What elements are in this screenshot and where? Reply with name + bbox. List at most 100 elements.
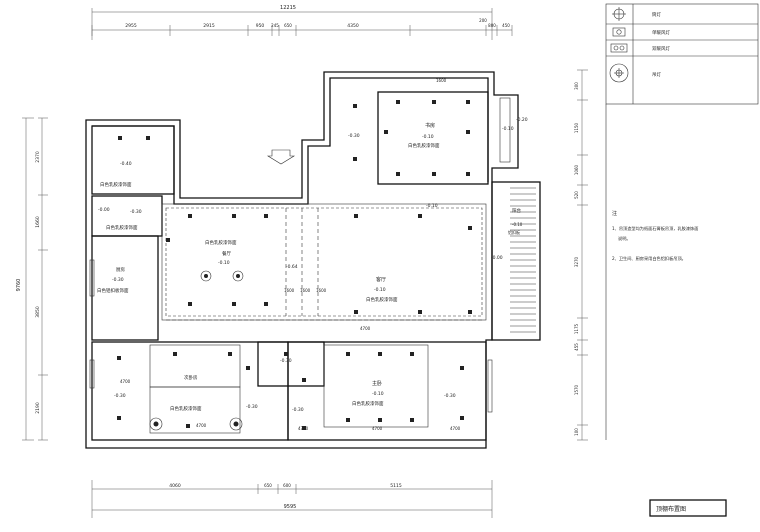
corridor-level2: -0.30 [130, 209, 142, 215]
svg-text:4700: 4700 [120, 379, 131, 384]
study-wall [377, 91, 489, 185]
downlight-icon [378, 352, 382, 356]
title-block-label: 顶棚布置图 [656, 505, 686, 513]
downlight-icon [354, 310, 358, 314]
note-line-1: 1、吊顶造型均为纸面石膏板吊顶，乳胶漆饰面 [612, 225, 698, 232]
svg-text:4700: 4700 [360, 326, 371, 331]
right-dim-9: 100 [574, 428, 579, 436]
living-ceiling-inner [165, 207, 483, 317]
kitchen-name: 厨房 [116, 266, 125, 273]
living-level: -0.10 [374, 287, 386, 293]
master-wall [287, 341, 487, 441]
pendant-lamps [149, 270, 244, 431]
downlight-icon [232, 214, 236, 218]
downlight-icon [418, 310, 422, 314]
double-grille-icon [610, 43, 628, 53]
downlight-icon [117, 356, 121, 360]
top-dim-1: 2955 [125, 23, 137, 29]
bath-level: -0.30 [280, 358, 292, 364]
left-dim-4: 2190 [35, 402, 41, 414]
downlight-icon [410, 352, 414, 356]
ceiling-lamp-icon [609, 63, 629, 83]
downlight-icon [302, 426, 306, 430]
living-ceiling-frame [161, 203, 487, 321]
legend-label-2: 双暖风灯 [652, 45, 670, 52]
downlight-icon [418, 214, 422, 218]
top-dim-6: 4350 [347, 23, 359, 29]
bedroom2-level2: -0.30 [246, 404, 258, 410]
downlight-icon [353, 157, 357, 161]
master-name: 主卧 [372, 380, 382, 387]
note-line-3: 2、卫生间、厨房采用白色铝扣板吊顶。 [612, 255, 686, 262]
left-dim-2: 1660 [35, 216, 41, 228]
svg-text:1600: 1600 [300, 288, 311, 293]
ceiling-lamp-icon [229, 417, 243, 431]
bath-wall [257, 341, 325, 387]
downlight-icon [346, 418, 350, 422]
top-right-level: -0.10 [426, 203, 438, 209]
left-total-dim: 9760 [16, 279, 22, 292]
downlight-icon [432, 100, 436, 104]
downlight-icon [264, 214, 268, 218]
downlight-icon [354, 214, 358, 218]
corridor-level1: -0.00 [98, 207, 110, 213]
svg-text:4700: 4700 [372, 426, 383, 431]
svg-text:1600: 1600 [284, 288, 295, 293]
living-level-right: -0.00 [491, 255, 503, 261]
downlight-icon [466, 172, 470, 176]
walls [85, 71, 519, 449]
top-dim-5: 650 [284, 23, 292, 28]
balcony: 阳台 -0.10 铝扣板 [491, 181, 541, 341]
downlight-icon [384, 130, 388, 134]
downlight-icon [353, 104, 357, 108]
balcony-level: -0.10 [512, 222, 523, 227]
downlight-icon [466, 100, 470, 104]
downlight-icon [468, 226, 472, 230]
downlight-icon [460, 366, 464, 370]
balcony-finish: 铝扣板 [508, 229, 520, 235]
kitchen-finish: 白色铝扣板饰面 [97, 287, 129, 294]
top-dim-7: 200 [479, 18, 487, 23]
study-name: 书房 [425, 122, 435, 129]
bottom-dim-4: 5115 [390, 483, 402, 489]
windows [89, 97, 511, 413]
bottom-dim-2: 650 [264, 483, 272, 488]
study-right-level2: -0.10 [502, 126, 514, 132]
master-ceiling [323, 344, 429, 428]
right-dim-2: 1150 [574, 122, 579, 133]
living-finish: 白色乳胶漆饰面 [366, 296, 398, 303]
downlight-icon [166, 238, 170, 242]
right-dim-3: 1060 [574, 164, 579, 175]
bedroom2-ceiling-lower [149, 386, 241, 434]
right-dim-5: 3270 [574, 256, 579, 267]
ceiling-lamp-icon [200, 270, 212, 282]
bath2-level: -0.30 [292, 407, 304, 413]
legend-label-0: 筒灯 [652, 11, 661, 18]
room-nw-level: -0.40 [120, 161, 132, 167]
downlight-icon [378, 418, 382, 422]
left-dim-3: 3850 [35, 306, 41, 318]
downlight-icon [173, 352, 177, 356]
svg-text:1600: 1600 [316, 288, 327, 293]
master-level: -0.10 [372, 391, 384, 397]
downlight-icon [228, 352, 232, 356]
notes-title: 注 [612, 210, 617, 217]
legend-label-1: 单暖风灯 [652, 29, 670, 36]
bedroom2-finish: 白色乳胶漆饰面 [170, 405, 202, 412]
downlight-icon [232, 302, 236, 306]
svg-text:4700: 4700 [196, 423, 207, 428]
downlight-icon [466, 130, 470, 134]
ceiling-lamp-icon [232, 270, 244, 282]
downlight-icon [118, 136, 122, 140]
downlight-icon [284, 352, 288, 356]
top-dimension-chain: 12215 2955 2915 950 245 650 4350 200 800… [91, 5, 513, 40]
room-labels: 书房 -0.10 白色乳胶漆饰面 -0.30 -0.20 -0.10 -0.40… [97, 117, 528, 413]
title-block: 顶棚布置图 [649, 499, 727, 517]
top-dim-2: 2915 [203, 23, 215, 29]
downlight-icon [264, 302, 268, 306]
bottom-dim-3: 600 [283, 483, 291, 488]
right-dim-7: 455 [574, 343, 579, 351]
study-left-level: -0.30 [348, 133, 360, 139]
study-finish: 白色乳胶漆饰面 [408, 142, 440, 149]
